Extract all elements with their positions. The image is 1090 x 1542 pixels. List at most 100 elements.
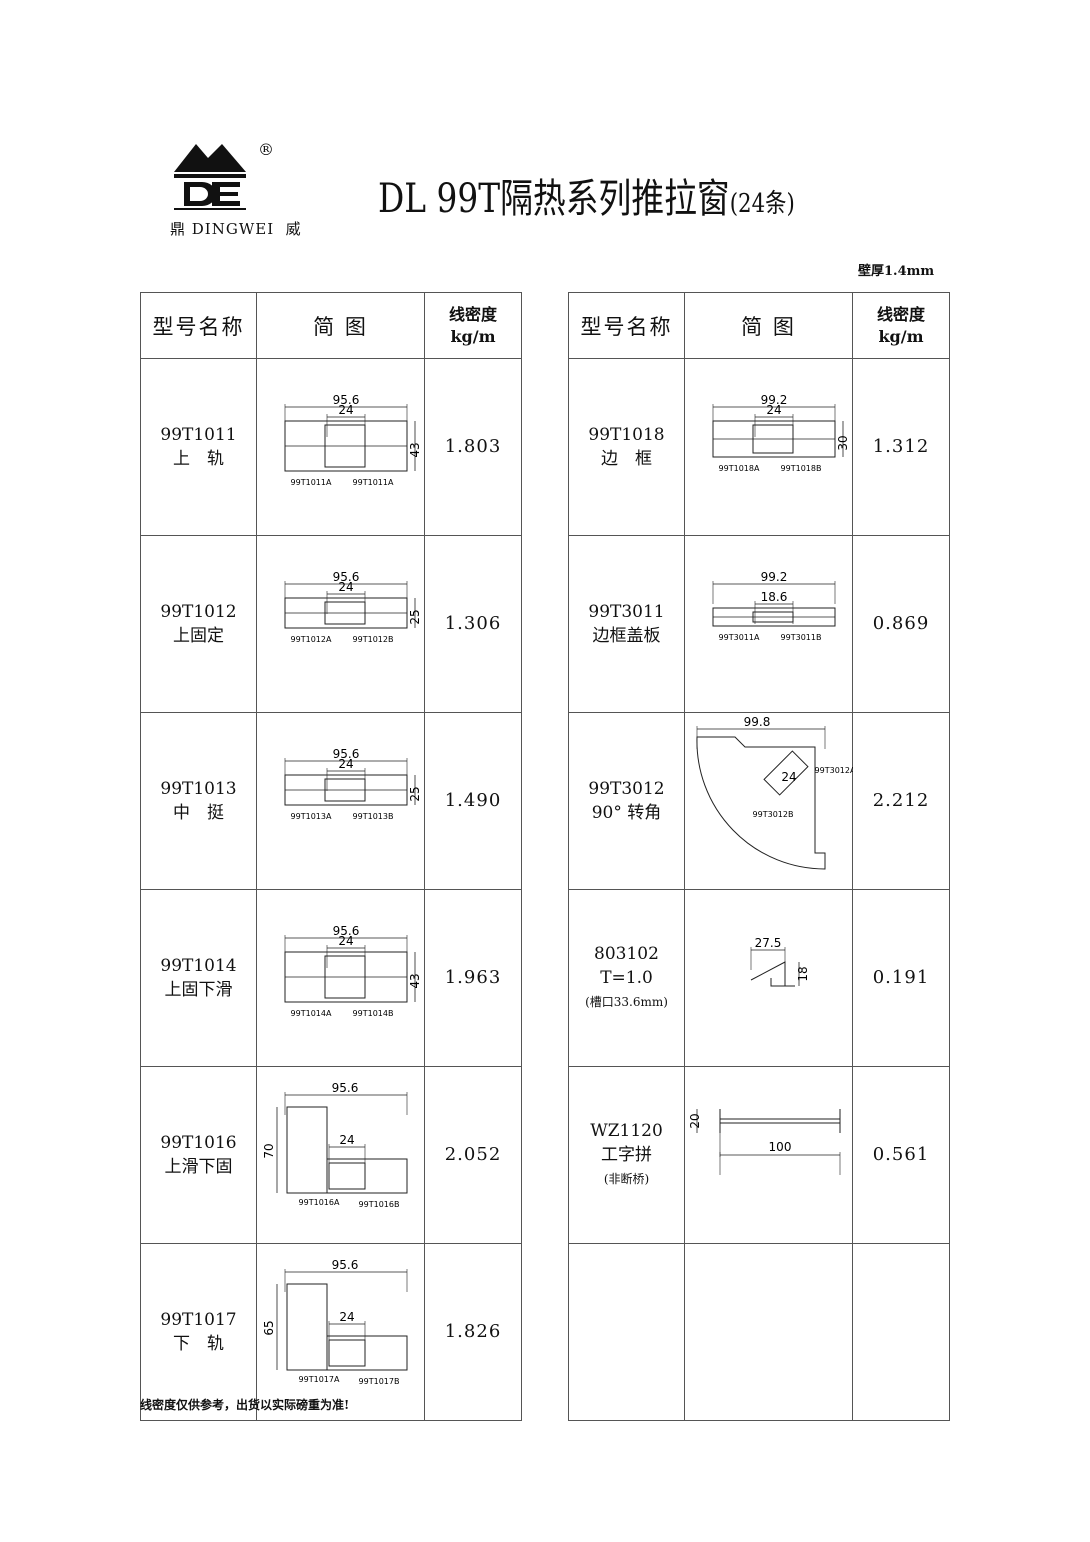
part-label: 99T1014B [353,1009,394,1018]
model-code: 99T3012 [588,779,665,799]
density-value: 1.826 [424,1243,522,1421]
page-title: DL 99T隔热系列推拉窗(24条) [378,166,795,224]
density-label: 线密度 [876,304,925,324]
model-cell: 99T1011 上 轨 [140,358,257,536]
part-label: 99T3012B [753,810,794,819]
ibeam-profile [719,1109,841,1133]
width-dimension: 95.6 [332,1258,359,1272]
part-label: 99T3012A [815,766,853,775]
model-cell [568,1243,685,1421]
part-label: 99T1017B [359,1377,400,1386]
model-name: T=1.0 [600,968,653,988]
thermal-break [328,1339,366,1367]
thermal-break [328,1162,366,1190]
model-name: 上固下滑 [164,980,233,1000]
profile-outline [286,1283,328,1371]
height-dimension: 65 [262,1320,276,1335]
model-cell: 99T1014 上固下滑 [140,889,257,1067]
model-cell: 99T1017 下 轨 [140,1243,257,1421]
model-note: (槽口33.6mm) [585,995,668,1009]
model-name: 上固定 [173,626,224,646]
inner-dimension: 24 [338,934,353,948]
height-dimension: 20 [688,1113,702,1128]
part-label: 99T1012A [291,635,332,644]
thermal-break [763,750,809,796]
density-value: 1.803 [424,358,522,536]
width-dimension: 99.2 [761,393,788,407]
model-name: 边 框 [601,449,652,469]
part-label: 99T1016A [299,1198,340,1207]
height-dimension: 18 [796,966,810,981]
dingwei-logo [174,144,246,210]
profile-drawing [685,1244,853,1413]
model-name: 工字拼 [601,1145,652,1165]
part-label: 99T3011B [781,633,822,642]
part-label: 99T1011A [291,478,332,487]
height-dimension: 43 [408,973,422,988]
part-label: 99T1012B [353,635,394,644]
height-dimension: 25 [408,609,422,624]
part-label: 99T1014A [291,1009,332,1018]
model-code: 99T1013 [160,779,237,799]
model-name: 边框盖板 [592,626,661,646]
density-value: 0.561 [852,1066,950,1244]
model-name: 90° 转角 [591,803,662,823]
density-value: 1.306 [424,535,522,713]
profile-outline [286,1106,328,1194]
model-code: 99T1017 [160,1310,237,1330]
profile-outline [326,1335,408,1371]
density-value: 1.963 [424,889,522,1067]
model-cell: 99T1012 上固定 [140,535,257,713]
model-code: 99T1014 [160,956,237,976]
density-label: 线密度 [448,304,497,324]
part-label: 99T1016B [359,1200,400,1209]
drawing-cell: 27.5 18 [684,889,853,1067]
density-value: 2.212 [852,712,950,890]
part-label: 99T1013B [353,812,394,821]
part-label: 99T1013A [291,812,332,821]
table-row [568,1243,950,1421]
model-name: 上 轨 [173,449,224,469]
density-unit: kg/m [450,326,496,346]
width-dimension: 99.8 [744,715,771,729]
width-dimension: 27.5 [755,936,782,950]
model-name: 下 轨 [173,1334,224,1354]
height-dimension: 25 [408,786,422,801]
model-code: 99T1012 [160,602,237,622]
title-suffix: (24条) [729,189,795,219]
width-dimension: 95.6 [333,393,360,407]
model-code: 99T1011 [160,425,237,445]
density-value: 0.191 [852,889,950,1067]
part-label: 99T1017A [299,1375,340,1384]
model-note: (非断桥) [603,1172,650,1186]
inner-dimension: 24 [338,580,353,594]
density-value: 1.312 [852,358,950,536]
model-code: WZ1120 [590,1121,663,1141]
